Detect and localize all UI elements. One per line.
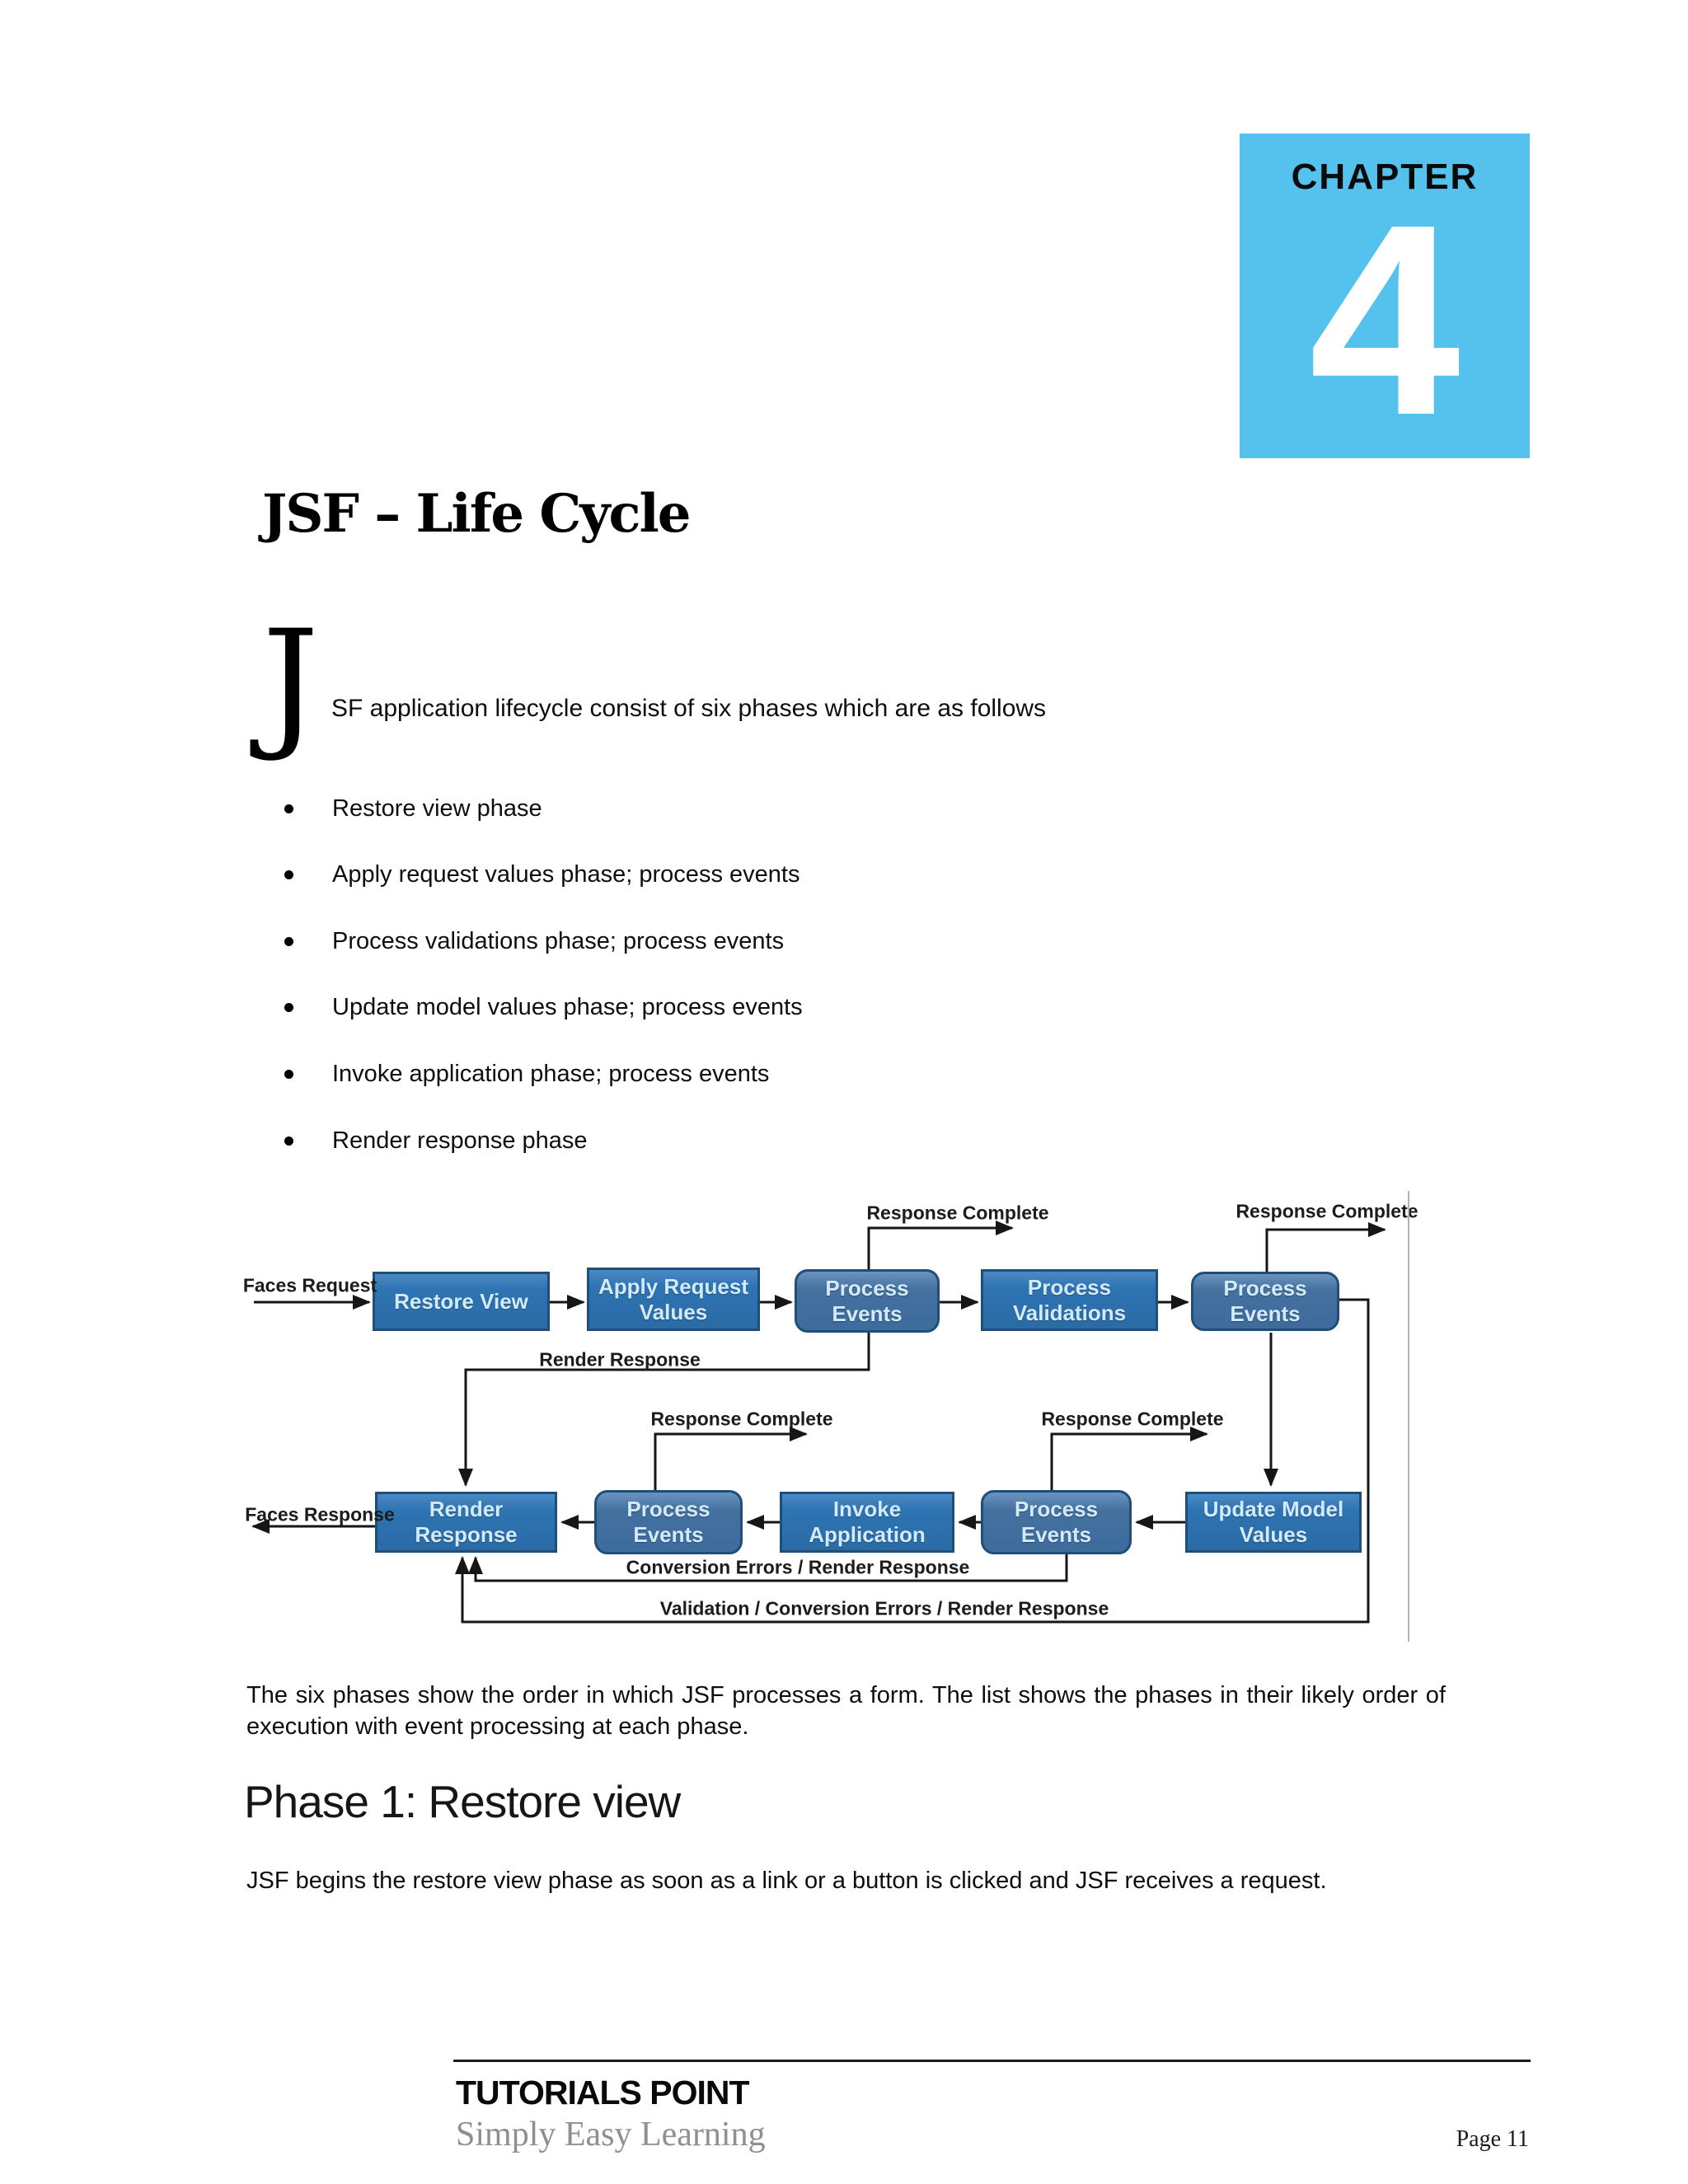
bullet-item: Apply request values phase; process even… bbox=[284, 860, 799, 891]
bullet-item: Invoke application phase; process events bbox=[284, 1058, 769, 1090]
diagram-node-render-response: Render Response bbox=[375, 1492, 557, 1553]
diagram-label: Conversion Errors / Render Response bbox=[626, 1556, 970, 1578]
diagram-node-process-validations: Process Validations bbox=[981, 1269, 1158, 1331]
diagram-label: Response Complete bbox=[1236, 1200, 1418, 1222]
dropcap-letter: J bbox=[262, 599, 319, 765]
chapter-word: CHAPTER bbox=[1291, 157, 1479, 197]
diagram-node-invoke-application: Invoke Application bbox=[780, 1492, 954, 1553]
bullet-icon bbox=[284, 1003, 293, 1013]
intro-text: SF application lifecycle consist of six … bbox=[331, 695, 1047, 722]
bullet-text: Process validations phase; process event… bbox=[332, 927, 785, 954]
bullet-item: Restore view phase bbox=[284, 793, 542, 824]
chapter-number: 4 bbox=[1309, 167, 1461, 471]
bullet-icon bbox=[284, 1069, 293, 1079]
bullet-text: Restore view phase bbox=[332, 794, 542, 822]
body-paragraph: The six phases show the order in which J… bbox=[246, 1682, 1446, 1740]
page-title: JSF – Life Cycle bbox=[262, 483, 691, 545]
bullet-icon bbox=[284, 804, 293, 813]
bullet-text: Invoke application phase; process events bbox=[332, 1060, 770, 1087]
bullet-item: Update model values phase; process event… bbox=[284, 992, 803, 1024]
bullet-text: Render response phase bbox=[332, 1127, 588, 1154]
bullet-text: Apply request values phase; process even… bbox=[332, 861, 800, 888]
diagram-node-process-events: Process Events bbox=[981, 1490, 1132, 1554]
diagram-label: Validation / Conversion Errors / Render … bbox=[659, 1597, 1109, 1619]
diagram-label: Response Complete bbox=[866, 1202, 1049, 1224]
diagram-node-update-model-values: Update Model Values bbox=[1185, 1492, 1362, 1553]
diagram-label: Response Complete bbox=[650, 1408, 833, 1430]
diagram-label: Faces Request bbox=[242, 1274, 377, 1296]
footer-brand: TUTORIALS POINT bbox=[456, 2074, 750, 2111]
bullet-icon bbox=[284, 870, 293, 880]
diagram-node-restore-view: Restore View bbox=[373, 1272, 550, 1331]
bullet-icon bbox=[284, 1136, 293, 1146]
diagram-node-process-events: Process Events bbox=[594, 1490, 743, 1554]
chapter-badge: CHAPTER 4 bbox=[1240, 134, 1530, 458]
diagram-label: Faces Response bbox=[245, 1503, 395, 1526]
section-body-text: JSF begins the restore view phase as soo… bbox=[246, 1868, 1327, 1894]
bullet-icon bbox=[284, 936, 293, 946]
diagram-label: Response Complete bbox=[1041, 1408, 1224, 1430]
section-heading-phase-1: Phase 1: Restore view bbox=[244, 1776, 681, 1827]
bullet-item: Process validations phase; process event… bbox=[284, 926, 784, 957]
footer-tagline: Simply Easy Learning bbox=[456, 2116, 766, 2154]
diagram-right-border bbox=[1408, 1191, 1409, 1642]
diagram-node-apply-request-values: Apply Request Values bbox=[587, 1268, 760, 1331]
page-number: Page 11 bbox=[1456, 2126, 1529, 2152]
diagram-node-process-events: Process Events bbox=[1191, 1272, 1339, 1331]
diagram-node-process-events: Process Events bbox=[795, 1269, 940, 1333]
bullet-text: Update model values phase; process event… bbox=[332, 994, 803, 1021]
bullet-item: Render response phase bbox=[284, 1125, 588, 1156]
diagram-label: Render Response bbox=[539, 1348, 701, 1371]
footer-divider bbox=[453, 2060, 1531, 2062]
